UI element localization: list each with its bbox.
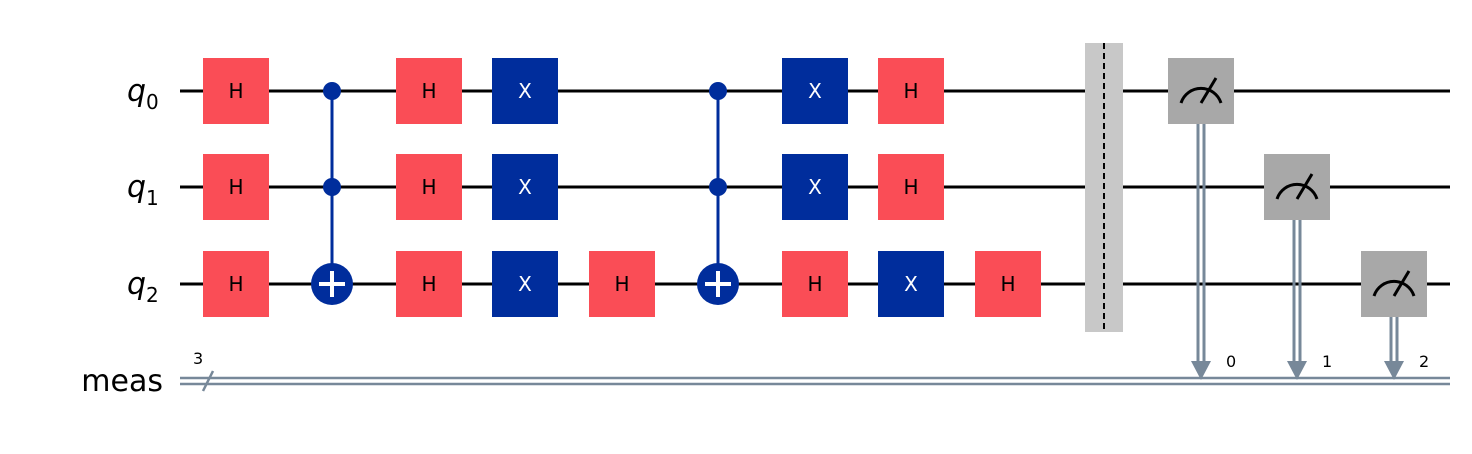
gate-box: [782, 58, 848, 124]
meter-needle-icon: [1295, 173, 1314, 200]
control-dot: [709, 82, 727, 100]
x-gate: X: [782, 154, 848, 220]
h-gate: H: [396, 58, 462, 124]
measure-arrowhead: [1287, 361, 1307, 380]
measure-box: [1361, 251, 1427, 317]
clbit-index-label: 0: [1226, 352, 1236, 371]
gate-label: H: [1000, 272, 1015, 296]
measure-gate: 2: [1361, 251, 1429, 380]
gate-box: [492, 154, 558, 220]
h-gate: H: [396, 251, 462, 317]
gate-label: H: [614, 272, 629, 296]
gate-label: X: [904, 272, 918, 296]
measure-gate: 1: [1264, 154, 1332, 380]
x-gate: X: [878, 251, 944, 317]
x-gate: X: [782, 58, 848, 124]
meter-arc-icon: [1275, 182, 1319, 200]
meter-arc-icon: [1179, 86, 1223, 104]
gate-box: [492, 58, 558, 124]
barrier: [1085, 43, 1123, 332]
x-gate: X: [492, 251, 558, 317]
gate-box: [975, 251, 1041, 317]
gate-label: H: [807, 272, 822, 296]
qubit-letter: q: [127, 74, 146, 109]
measure-gate: 0: [1168, 58, 1236, 380]
gate-box: [396, 58, 462, 124]
gate-label: X: [808, 175, 822, 199]
gate-box: [492, 251, 558, 317]
gate-box: [203, 58, 269, 124]
gate-label: H: [228, 272, 243, 296]
gate-label: H: [228, 79, 243, 103]
h-gate: H: [975, 251, 1041, 317]
measure-box: [1264, 154, 1330, 220]
gate-box: [396, 251, 462, 317]
h-gate: H: [589, 251, 655, 317]
control-dot: [323, 82, 341, 100]
gates-layer: H H H H H H X X X H X X H H H X H 0 1 2: [203, 43, 1429, 380]
qubit-index: 1: [146, 186, 159, 210]
gate-box: [396, 154, 462, 220]
gate-box: [203, 154, 269, 220]
measure-box: [1168, 58, 1234, 124]
h-gate: H: [203, 154, 269, 220]
meter-arc-icon: [1372, 279, 1416, 297]
gate-box: [782, 251, 848, 317]
gate-label: X: [518, 79, 532, 103]
h-gate: H: [203, 58, 269, 124]
gate-label: H: [903, 175, 918, 199]
control-dot: [323, 178, 341, 196]
x-gate: X: [492, 58, 558, 124]
clbit-index-label: 1: [1322, 352, 1332, 371]
gate-label: X: [518, 175, 532, 199]
h-gate: H: [878, 58, 944, 124]
clbit-index-label: 2: [1419, 352, 1429, 371]
qubit-label-2: q2: [127, 267, 159, 307]
gate-label: H: [903, 79, 918, 103]
qubit-letter: q: [127, 267, 146, 302]
gate-box: [878, 251, 944, 317]
toffoli-gate: [311, 82, 353, 305]
register-width-label: 3: [193, 349, 203, 368]
gate-box: [203, 251, 269, 317]
gate-label: X: [518, 272, 532, 296]
gate-box: [878, 154, 944, 220]
measure-arrowhead: [1384, 361, 1404, 380]
classical-register-label: meas: [81, 364, 163, 399]
gate-box: [782, 154, 848, 220]
qubit-label-1: q1: [127, 170, 159, 210]
gate-label: H: [421, 175, 436, 199]
gate-label: H: [228, 175, 243, 199]
qubit-letter: q: [127, 170, 146, 205]
gate-label: X: [808, 79, 822, 103]
toffoli-gate: [697, 82, 739, 305]
wires-layer: [180, 89, 1450, 392]
meter-needle-icon: [1392, 270, 1411, 297]
control-dot: [709, 178, 727, 196]
x-gate: X: [492, 154, 558, 220]
measure-arrowhead: [1191, 361, 1211, 380]
gate-label: H: [421, 272, 436, 296]
h-gate: H: [878, 154, 944, 220]
gate-label: H: [421, 79, 436, 103]
gate-box: [878, 58, 944, 124]
qubit-label-0: q0: [127, 74, 159, 114]
gate-box: [589, 251, 655, 317]
meter-needle-icon: [1199, 77, 1218, 104]
register-width-slash: [201, 370, 215, 392]
qubit-index: 2: [146, 283, 159, 307]
qubit-index: 0: [146, 90, 159, 114]
h-gate: H: [203, 251, 269, 317]
h-gate: H: [782, 251, 848, 317]
h-gate: H: [396, 154, 462, 220]
